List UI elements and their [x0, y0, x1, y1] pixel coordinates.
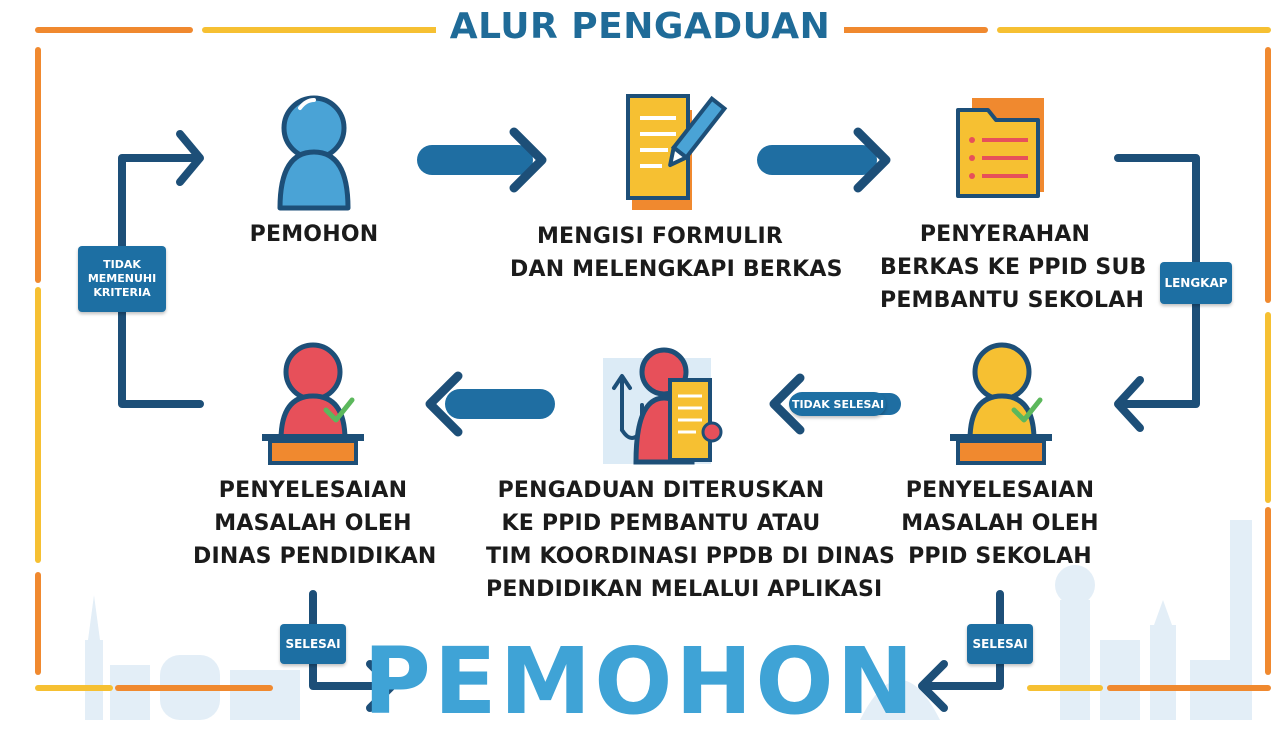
step-pemohon-label: PEMOHON: [249, 222, 379, 247]
frame-border: [35, 27, 1271, 691]
forward-document-icon: [603, 347, 723, 465]
officer-icon: [262, 342, 364, 465]
step-dinas-label: PENYELESAIAN MASALAH OLEH DINAS PENDIDIK…: [193, 478, 437, 569]
final-pemohon-label: PEMOHON: [363, 628, 917, 735]
tidak-selesai-badge: TIDAK SELESAI: [790, 392, 886, 416]
check-icon: [323, 397, 355, 423]
step-ppid-sekolah-label: PENYELESAIAN MASALAH OLEH PPID SEKOLAH: [901, 478, 1099, 569]
selesai-left-badge: SELESAI: [280, 624, 346, 664]
step-penyerahan-label: PENYERAHAN BERKAS KE PPID SUB PEMBANTU S…: [880, 222, 1147, 313]
diagram-title: ALUR PENGADUAN: [0, 6, 1280, 47]
selesai-right-badge: SELESAI: [967, 624, 1033, 664]
step-diteruskan-label: PENGADUAN DITERUSKAN KE PPID PEMBANTU AT…: [486, 478, 896, 602]
check-icon: [1011, 397, 1043, 423]
flow-diagram: [35, 27, 1271, 720]
arrow-right: [417, 127, 547, 193]
form-icon: [626, 94, 728, 210]
arrow-right: [757, 127, 891, 193]
person-icon: [277, 95, 351, 211]
officer-icon: [950, 342, 1052, 465]
tidak-memenuhi-kriteria-badge: TIDAK MEMENUHI KRITERIA: [78, 246, 166, 312]
step-formulir-label: MENGISI FORMULIR DAN MELENGKAPI BERKAS: [510, 224, 843, 282]
folder-icon: [956, 98, 1044, 198]
lengkap-badge: LENGKAP: [1160, 262, 1232, 304]
pencil-icon: [668, 95, 728, 168]
arrow-left: [425, 371, 555, 437]
